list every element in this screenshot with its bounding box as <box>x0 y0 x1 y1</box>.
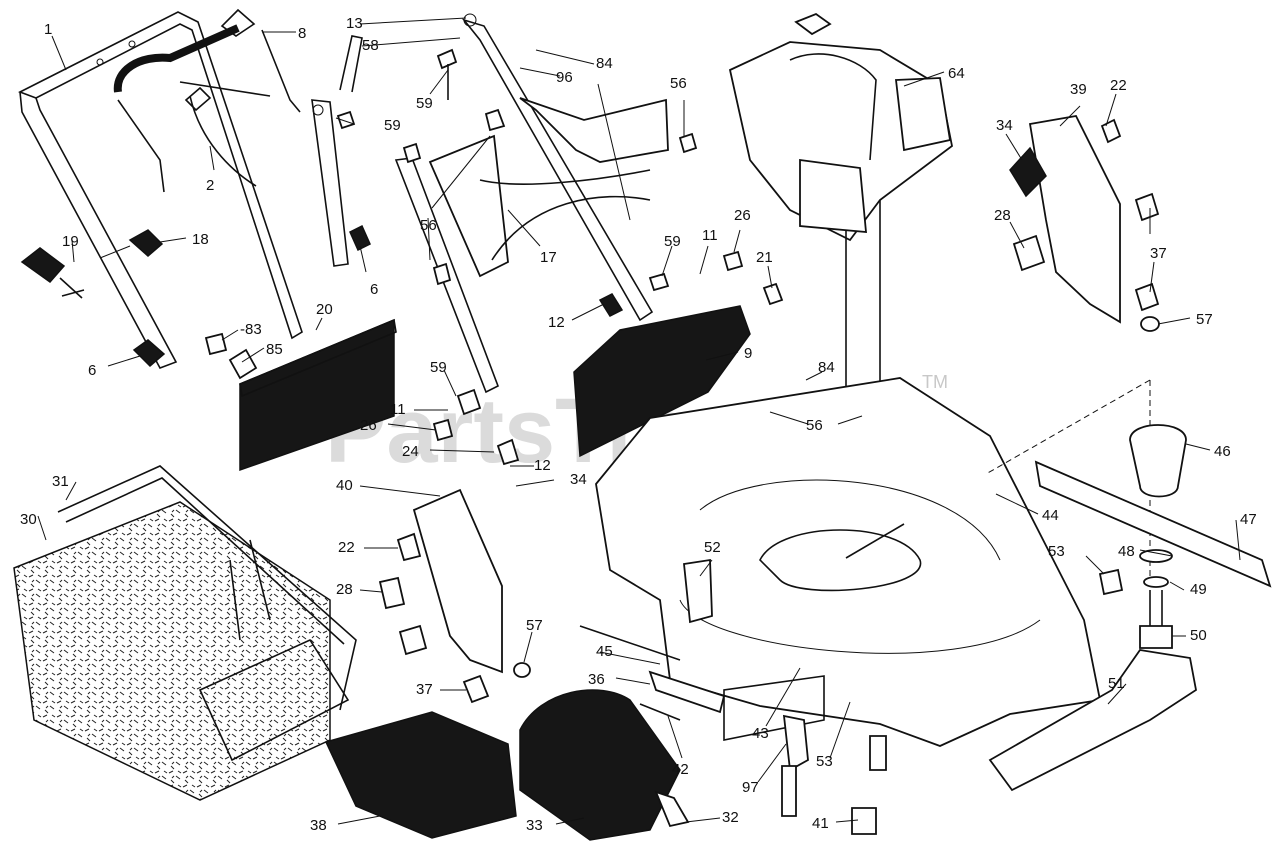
callout-32: 32 <box>722 809 739 826</box>
callout-96: 96 <box>556 69 573 86</box>
callout-84a: 84 <box>596 55 613 72</box>
callout-51: 51 <box>1108 675 1125 692</box>
callout-42: 42 <box>672 761 689 778</box>
callout-1: 1 <box>44 21 52 38</box>
callout-97: 97 <box>742 779 759 796</box>
callout-59c: 59 <box>664 233 681 250</box>
wheel-bracket <box>412 114 1121 674</box>
callout-17: 17 <box>540 249 557 266</box>
callout-6b: 6 <box>88 362 96 379</box>
hardware <box>132 48 784 466</box>
callout-49: 49 <box>1190 581 1207 598</box>
callout-2: 2 <box>206 177 214 194</box>
callout-53a: 53 <box>1048 543 1065 560</box>
callout-12b: 12 <box>534 457 551 474</box>
upper-handle <box>18 11 303 369</box>
callout-53b: 53 <box>816 753 833 770</box>
leader-lines <box>37 17 1241 825</box>
callout-52: 52 <box>704 539 721 556</box>
callout-45: 45 <box>596 643 613 660</box>
rear-flap <box>239 318 397 472</box>
callout-34b: 34 <box>570 471 587 488</box>
deflector-17 <box>428 97 669 278</box>
callout-28a: 28 <box>994 207 1011 224</box>
callout-28b: 28 <box>336 581 353 598</box>
callout-9: 9 <box>744 345 752 362</box>
callout-59a: 59 <box>416 95 433 112</box>
callout-33: 33 <box>526 817 543 834</box>
callout-50: 50 <box>1190 627 1207 644</box>
callout-31: 31 <box>52 473 69 490</box>
rear-skirt <box>988 649 1197 792</box>
callout-11b: 11 <box>390 401 406 418</box>
callout-57a: 57 <box>1196 311 1213 328</box>
callout-34a: 34 <box>996 117 1013 134</box>
callout-56a: 56 <box>670 75 687 92</box>
handle-knob <box>20 229 164 299</box>
callout-57b: 57 <box>526 617 543 634</box>
callout-13: 13 <box>346 15 363 32</box>
callout-24: 24 <box>402 443 419 460</box>
callout-26b: 26 <box>360 417 377 434</box>
callout-6a: 6 <box>370 281 378 298</box>
callout-22a: 22 <box>1110 77 1127 94</box>
callout-37b: 37 <box>416 681 433 698</box>
callout-43: 43 <box>752 725 769 742</box>
callout-30: 30 <box>20 511 37 528</box>
blade <box>1034 460 1272 588</box>
callouts: 1 8 2 13 58 59 59 84 96 56 64 39 22 34 2… <box>20 15 1257 834</box>
callout-40: 40 <box>336 477 353 494</box>
callout-84b: 84 <box>818 359 835 376</box>
callout-20: 20 <box>316 301 333 318</box>
callout-44: 44 <box>1042 507 1059 524</box>
callout-19: 19 <box>62 233 79 250</box>
callout-48: 48 <box>1118 543 1135 560</box>
watermark-tm: TM <box>922 372 948 392</box>
callout-18: 18 <box>192 231 209 248</box>
callout-22b: 22 <box>338 539 355 556</box>
callout-8: 8 <box>298 25 306 42</box>
callout-59b: 59 <box>384 117 401 134</box>
callout-64: 64 <box>948 65 965 82</box>
callout-12a: 12 <box>548 314 565 331</box>
engine <box>728 12 953 558</box>
control-cable <box>113 8 301 193</box>
callout-59d: 59 <box>430 359 447 376</box>
side-discharge <box>324 689 690 841</box>
mower-deck <box>595 377 1151 747</box>
callout-58: 58 <box>362 37 379 54</box>
callout-21: 21 <box>756 249 773 266</box>
callout-37a: 37 <box>1150 245 1167 262</box>
callout-83: -83 <box>240 321 262 338</box>
callout-46: 46 <box>1214 443 1231 460</box>
callout-38: 38 <box>310 817 327 834</box>
callout-11a: 11 <box>702 227 718 244</box>
lower-hardware <box>378 118 1160 835</box>
callout-39: 39 <box>1070 81 1087 98</box>
blade-adapter <box>1129 424 1187 649</box>
callout-47: 47 <box>1240 511 1257 528</box>
callout-85: 85 <box>266 341 283 358</box>
grass-catcher <box>13 465 357 801</box>
rear-door <box>573 305 751 458</box>
callout-36: 36 <box>588 671 605 688</box>
callout-56b: 56 <box>420 217 437 234</box>
callout-56c: 56 <box>806 417 823 434</box>
callout-26a: 26 <box>734 207 751 224</box>
callout-41: 41 <box>812 815 829 832</box>
